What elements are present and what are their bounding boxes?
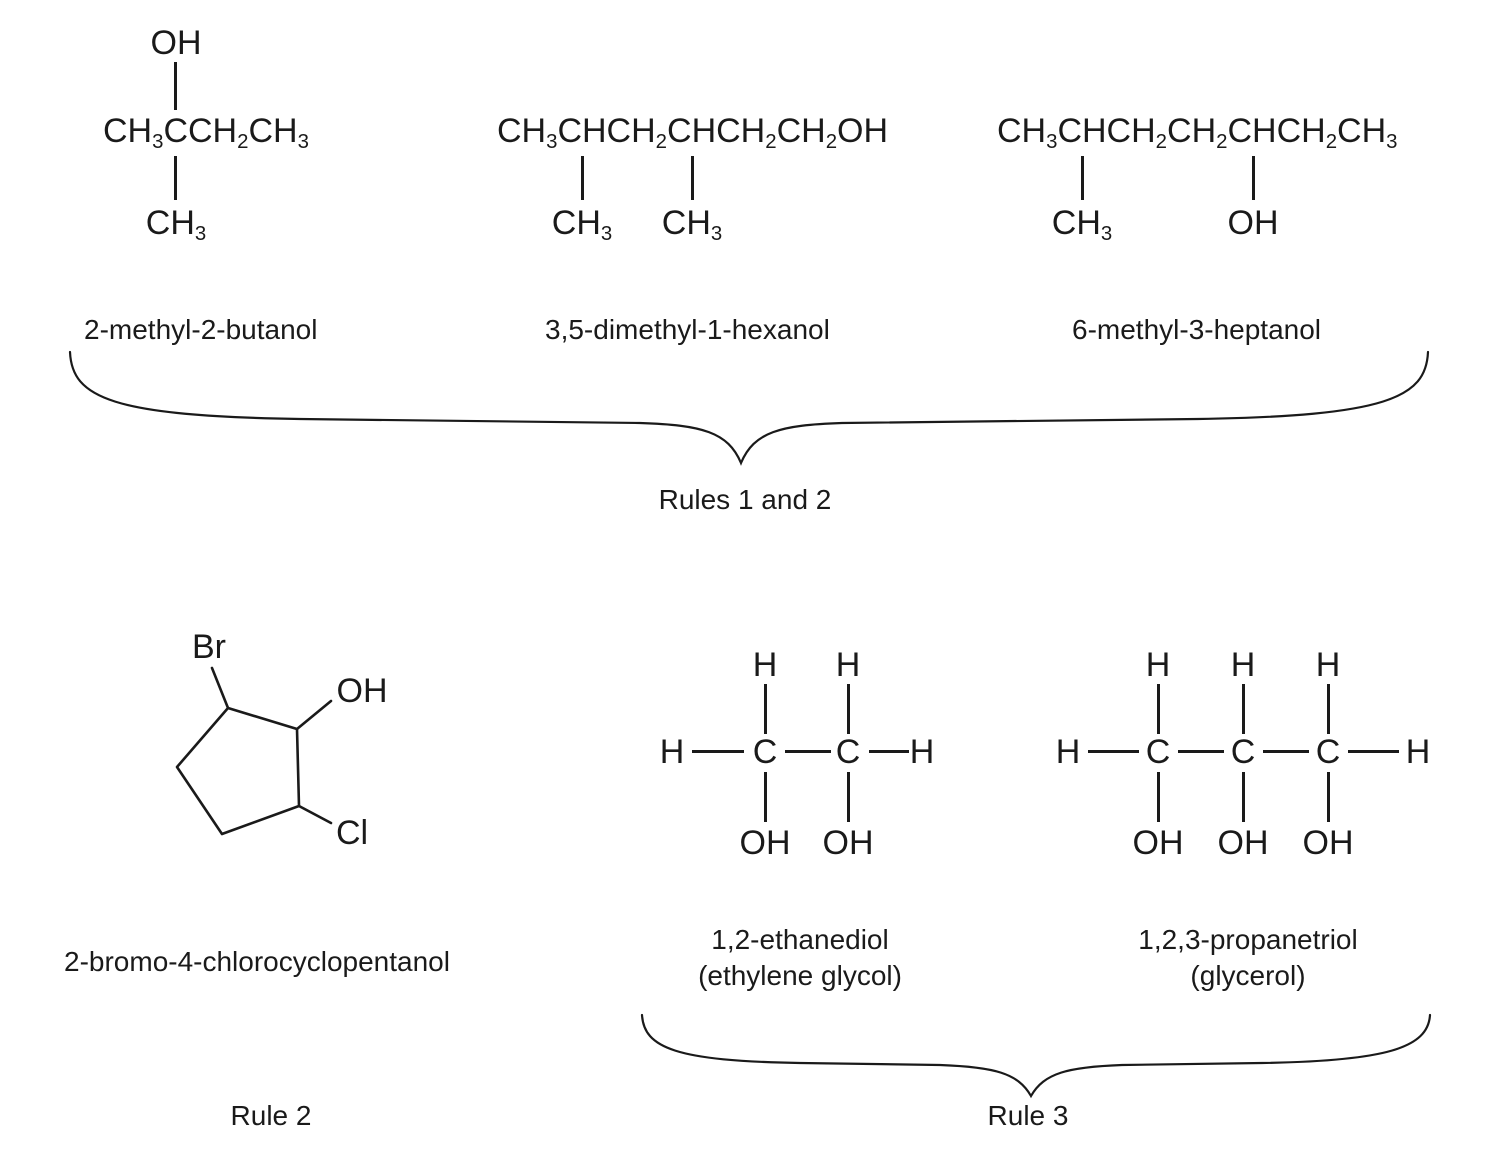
methyl-group-label: CH3 — [551, 204, 613, 245]
bond-line — [1088, 750, 1139, 753]
hydrogen-label: H — [1145, 646, 1171, 684]
structure-name: 2-bromo-4-chlorocyclopentanol — [64, 946, 450, 977]
bond-line — [1157, 772, 1160, 822]
carbon-label: C — [1230, 733, 1256, 771]
bond-line — [692, 750, 744, 753]
bond-line — [1157, 684, 1160, 734]
structure-common-name: (ethylene glycol) — [698, 960, 902, 991]
bond-line — [174, 156, 177, 200]
hydrogen-label: H — [835, 646, 861, 684]
bond-line — [1348, 750, 1399, 753]
bond-line — [764, 772, 767, 822]
structure-name: 2-methyl-2-butanol — [84, 314, 318, 345]
bromine-label: Br — [192, 628, 226, 666]
methyl-group-label: CH3 — [661, 204, 723, 245]
bond-line — [1242, 684, 1245, 734]
carbon-label: C — [752, 733, 778, 771]
structure-name: 3,5-dimethyl-1-hexanol — [545, 314, 830, 345]
structure-name: 1,2-ethanediol — [711, 924, 889, 955]
bond-line — [764, 684, 767, 734]
bond-line — [847, 684, 850, 734]
hydrogen-label: H — [659, 733, 685, 771]
methyl-group-label: CH3 — [145, 204, 207, 245]
hydrogen-label: H — [1230, 646, 1256, 684]
bond-line — [847, 772, 850, 822]
rule-2-label: Rule 2 — [230, 1100, 312, 1131]
hydroxyl-group-label: OH — [1217, 824, 1269, 862]
hydroxyl-group-label: OH — [822, 824, 874, 862]
bond-line — [1327, 772, 1330, 822]
bond-line — [174, 62, 177, 110]
bond-line — [785, 750, 831, 753]
chlorine-label: Cl — [335, 814, 369, 852]
carbon-label: C — [1315, 733, 1341, 771]
rules-1-and-2-label: Rules 1 and 2 — [658, 484, 832, 515]
bond-line — [1081, 156, 1084, 200]
hydrogen-label: H — [1055, 733, 1081, 771]
hydroxyl-group-label: OH — [1227, 204, 1279, 242]
hydrogen-label: H — [752, 646, 778, 684]
bond-line — [869, 750, 909, 753]
bond-line — [1263, 750, 1309, 753]
hydroxyl-group-label: OH — [739, 824, 791, 862]
hydrogen-label: H — [909, 733, 935, 771]
hydrogen-label: H — [1315, 646, 1341, 684]
brace-rule-3-icon — [640, 1013, 1432, 1099]
main-chain-formula: CH3CHCH2CHCH2CH2OH — [497, 112, 889, 153]
methyl-group-label: CH3 — [1051, 204, 1113, 245]
structure-common-name: (glycerol) — [1190, 960, 1306, 991]
structure-name: 6-methyl-3-heptanol — [1072, 314, 1322, 345]
bond-line — [1178, 750, 1224, 753]
hydroxyl-group-label: OH — [1132, 824, 1184, 862]
main-chain-formula: CH3CCH2CH3 — [103, 112, 309, 153]
bond-line — [1252, 156, 1255, 200]
hydroxyl-group-label: OH — [150, 24, 202, 62]
rule-3-label: Rule 3 — [987, 1100, 1069, 1131]
main-chain-formula: CH3CHCH2CH2CHCH2CH3 — [997, 112, 1398, 153]
bond-line — [691, 156, 694, 200]
hydroxyl-group-label: OH — [336, 672, 388, 710]
carbon-label: C — [1145, 733, 1171, 771]
brace-rules-1-2-icon — [68, 350, 1430, 466]
cyclopentane-ring — [175, 706, 301, 836]
hydrogen-label: H — [1405, 733, 1431, 771]
oh-bond-line — [295, 699, 333, 731]
bond-line — [1242, 772, 1245, 822]
bond-line — [581, 156, 584, 200]
carbon-label: C — [835, 733, 861, 771]
cl-bond-line — [297, 804, 333, 825]
bond-line — [1327, 684, 1330, 734]
hydroxyl-group-label: OH — [1302, 824, 1354, 862]
br-bond-line — [210, 666, 230, 710]
structure-name: 1,2,3-propanetriol — [1138, 924, 1358, 955]
